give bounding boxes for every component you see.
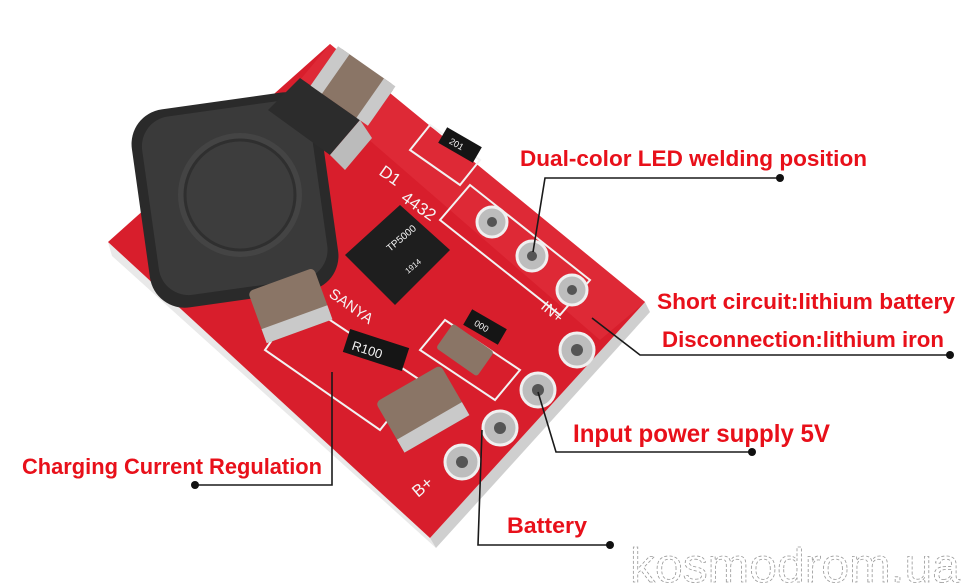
capacitors (249, 46, 493, 453)
label-charging-current: Charging Current Regulation (22, 454, 322, 479)
label-input-power: Input power supply 5V (573, 420, 830, 448)
board-edge (108, 242, 436, 548)
board-highlight (300, 44, 645, 340)
small-resistor: 201 000 (438, 127, 507, 345)
label-short-circuit: Short circuit:lithium battery (657, 289, 956, 314)
label-disconnection: Disconnection:lithium iron (662, 327, 944, 352)
board-edge-right (430, 302, 650, 548)
leader-lines (191, 174, 954, 549)
label-led-position: Dual-color LED welding position (520, 146, 867, 171)
diode (268, 78, 372, 170)
solder-pads (443, 205, 596, 481)
charger-ic: TP5000 1914 (345, 205, 450, 305)
label-battery: Battery (507, 513, 588, 538)
inductor (131, 92, 339, 308)
watermark: kosmodrom.ua (630, 540, 960, 588)
sense-resistor: R100 (342, 329, 410, 371)
